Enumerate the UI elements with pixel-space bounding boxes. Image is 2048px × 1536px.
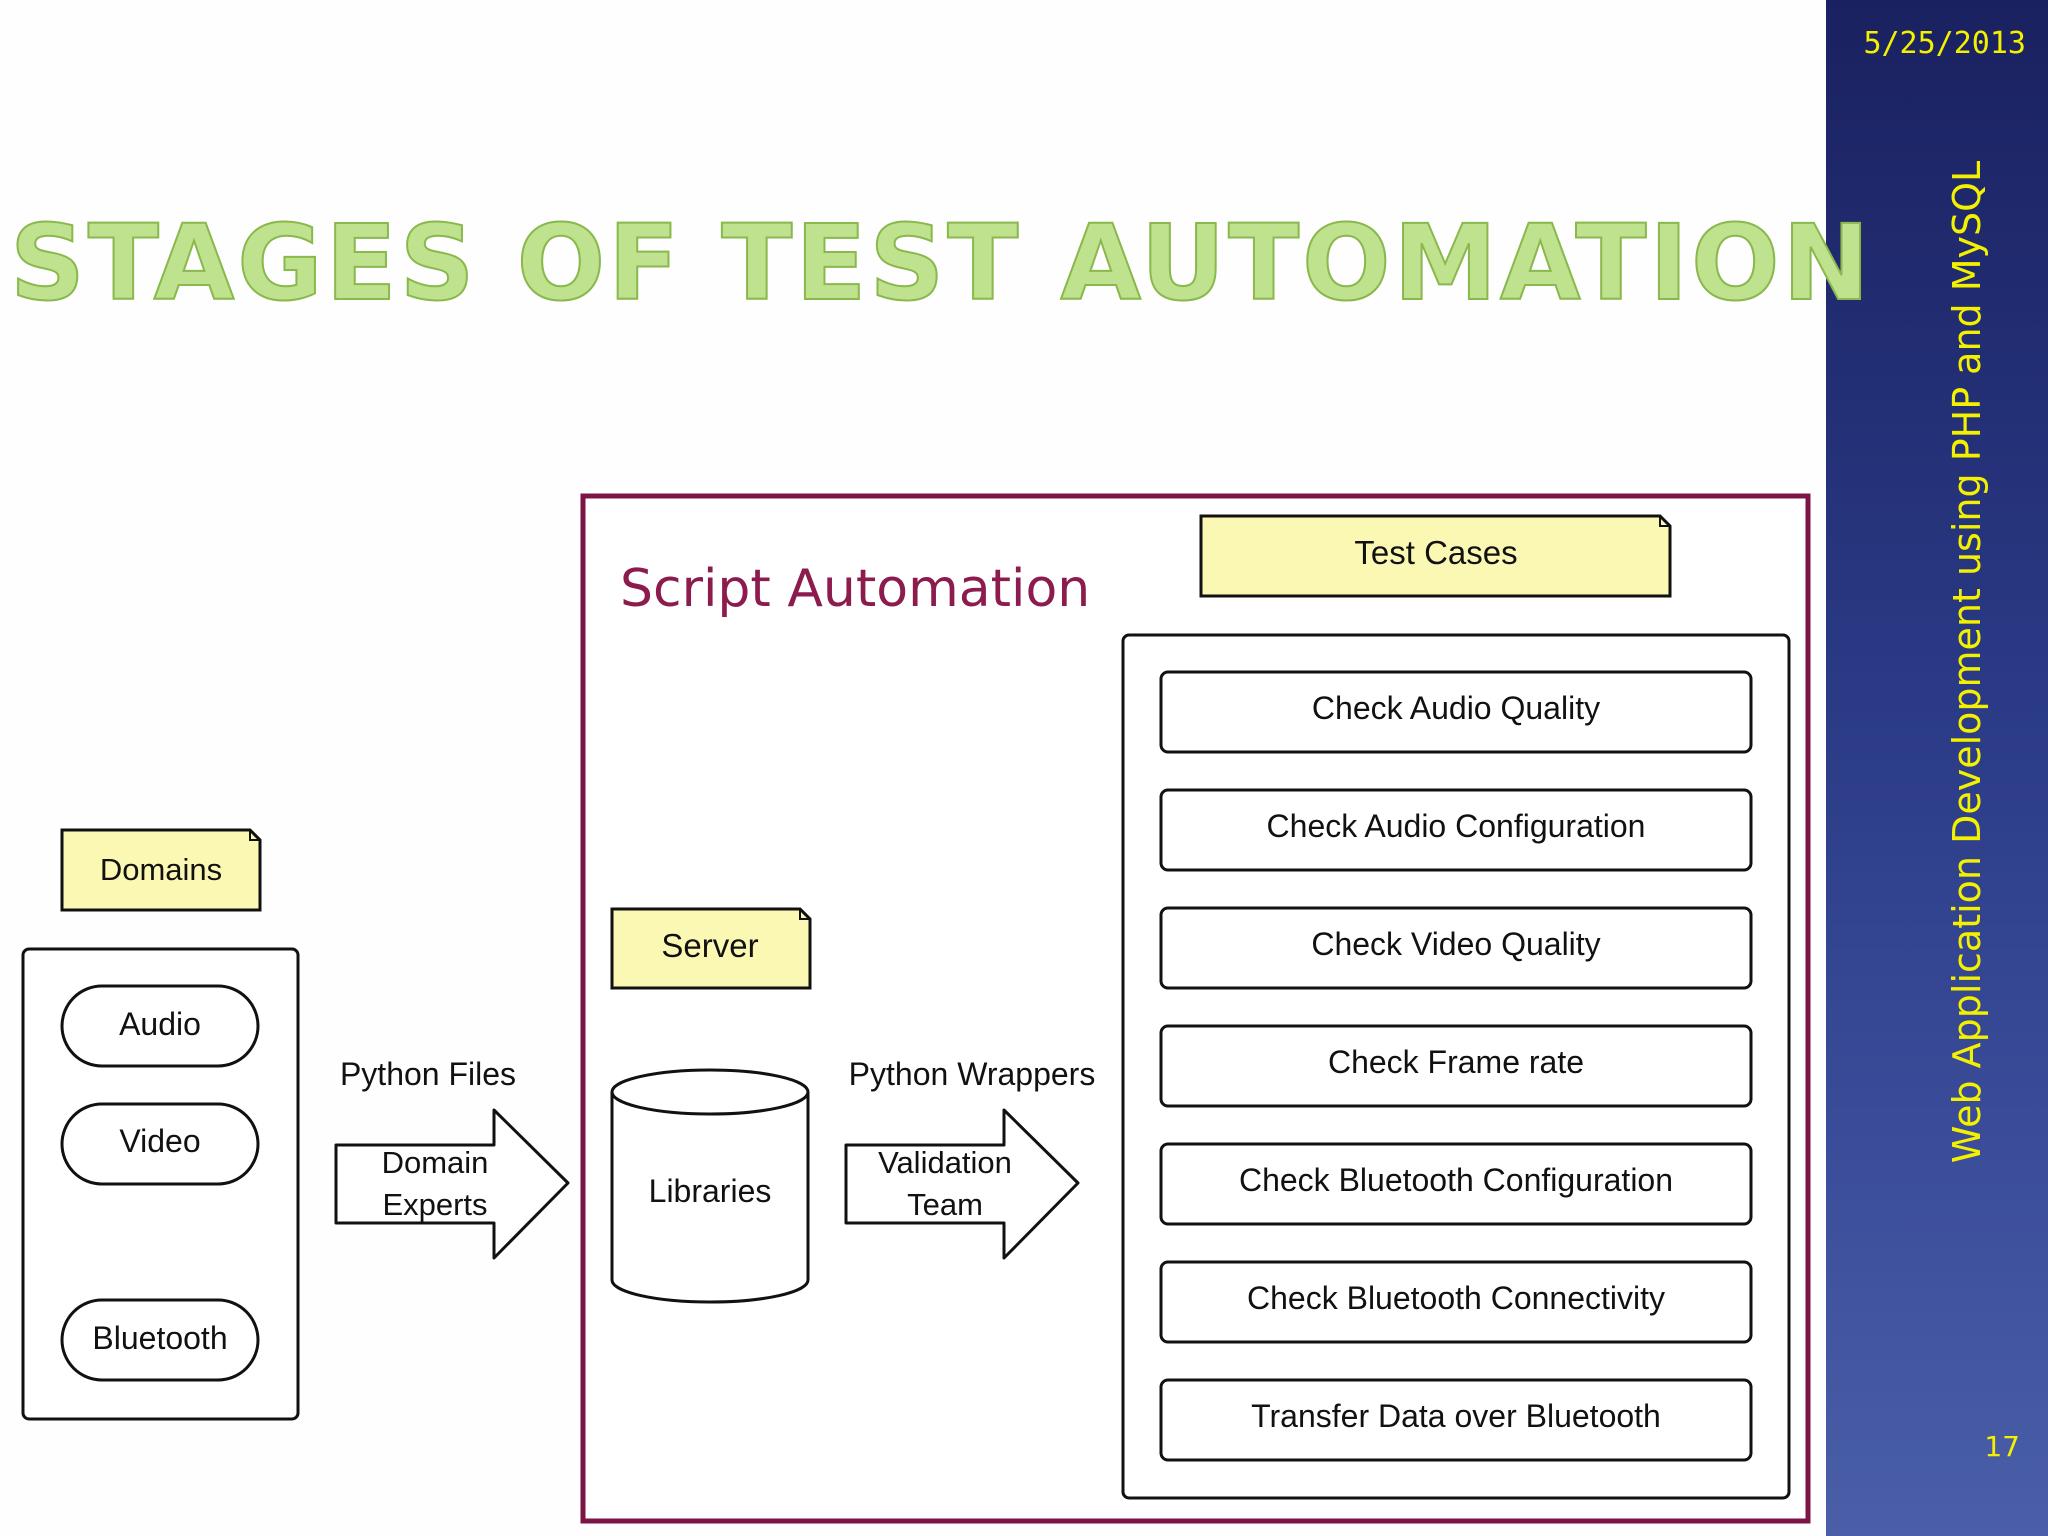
- libraries-label: Libraries: [649, 1173, 772, 1209]
- libraries-database-icon: Libraries: [610, 1068, 810, 1304]
- svg-text:Audio: Audio: [119, 1006, 201, 1042]
- slide-footer-title-text: Web Application Development using PHP an…: [1945, 160, 1989, 1164]
- domain-item-bluetooth: Bluetooth: [60, 1298, 260, 1382]
- test-case-check-bluetooth-configuration: Check Bluetooth Configuration: [1159, 1142, 1753, 1226]
- test-cases-label: Test Cases: [1354, 534, 1517, 571]
- svg-text:Check Audio Configuration: Check Audio Configuration: [1267, 808, 1646, 844]
- validation-team-line1: Validation: [878, 1145, 1012, 1180]
- page-number: 17: [1984, 1430, 2020, 1463]
- domain-experts-line2: Experts: [382, 1187, 487, 1222]
- python-files-caption: Python Files: [340, 1056, 516, 1092]
- svg-text:Check Video Quality: Check Video Quality: [1311, 926, 1600, 962]
- test-case-check-frame-rate: Check Frame rate: [1159, 1024, 1753, 1108]
- slide-sidebar: [1826, 0, 2048, 1536]
- domains-note: Domains: [60, 828, 262, 912]
- validation-team-line2: Team: [907, 1187, 983, 1222]
- test-automation-diagram: Script Automation Domains Audio Video Bl…: [21, 493, 1811, 1524]
- domain-experts-line1: Domain: [382, 1145, 489, 1180]
- slide-footer-title: Web Application Development using PHP an…: [1944, 161, 1990, 1163]
- script-automation-title: Script Automation: [620, 559, 1090, 619]
- server-label: Server: [661, 927, 758, 964]
- domain-item-audio: Audio: [60, 984, 260, 1068]
- domain-item-video: Video: [60, 1102, 260, 1186]
- svg-text:Check Bluetooth Configuration: Check Bluetooth Configuration: [1239, 1162, 1673, 1198]
- python-wrappers-caption: Python Wrappers: [849, 1056, 1096, 1092]
- slide-title: Stages of Test Automation: [9, 202, 1873, 324]
- test-cases-note: Test Cases: [1199, 514, 1672, 598]
- test-case-check-audio-quality: Check Audio Quality: [1159, 670, 1753, 754]
- svg-text:Check Bluetooth Connectivity: Check Bluetooth Connectivity: [1247, 1280, 1665, 1316]
- svg-text:Video: Video: [119, 1123, 200, 1159]
- svg-text:Check Audio Quality: Check Audio Quality: [1312, 690, 1600, 726]
- test-case-check-audio-configuration: Check Audio Configuration: [1159, 788, 1753, 872]
- svg-text:Transfer Data over Bluetooth: Transfer Data over Bluetooth: [1251, 1398, 1661, 1434]
- validation-team-arrow: Validation Team: [844, 1108, 1080, 1260]
- domains-label: Domains: [100, 852, 222, 887]
- server-note: Server: [610, 907, 812, 990]
- slide-date: 5/25/2013: [1863, 26, 2026, 61]
- test-case-transfer-data-over-bluetooth: Transfer Data over Bluetooth: [1159, 1378, 1753, 1462]
- svg-text:Check Frame rate: Check Frame rate: [1328, 1044, 1584, 1080]
- domain-experts-arrow: Domain Experts: [334, 1108, 570, 1260]
- test-case-check-bluetooth-connectivity: Check Bluetooth Connectivity: [1159, 1260, 1753, 1344]
- test-case-check-video-quality: Check Video Quality: [1159, 906, 1753, 990]
- svg-text:Bluetooth: Bluetooth: [92, 1320, 227, 1356]
